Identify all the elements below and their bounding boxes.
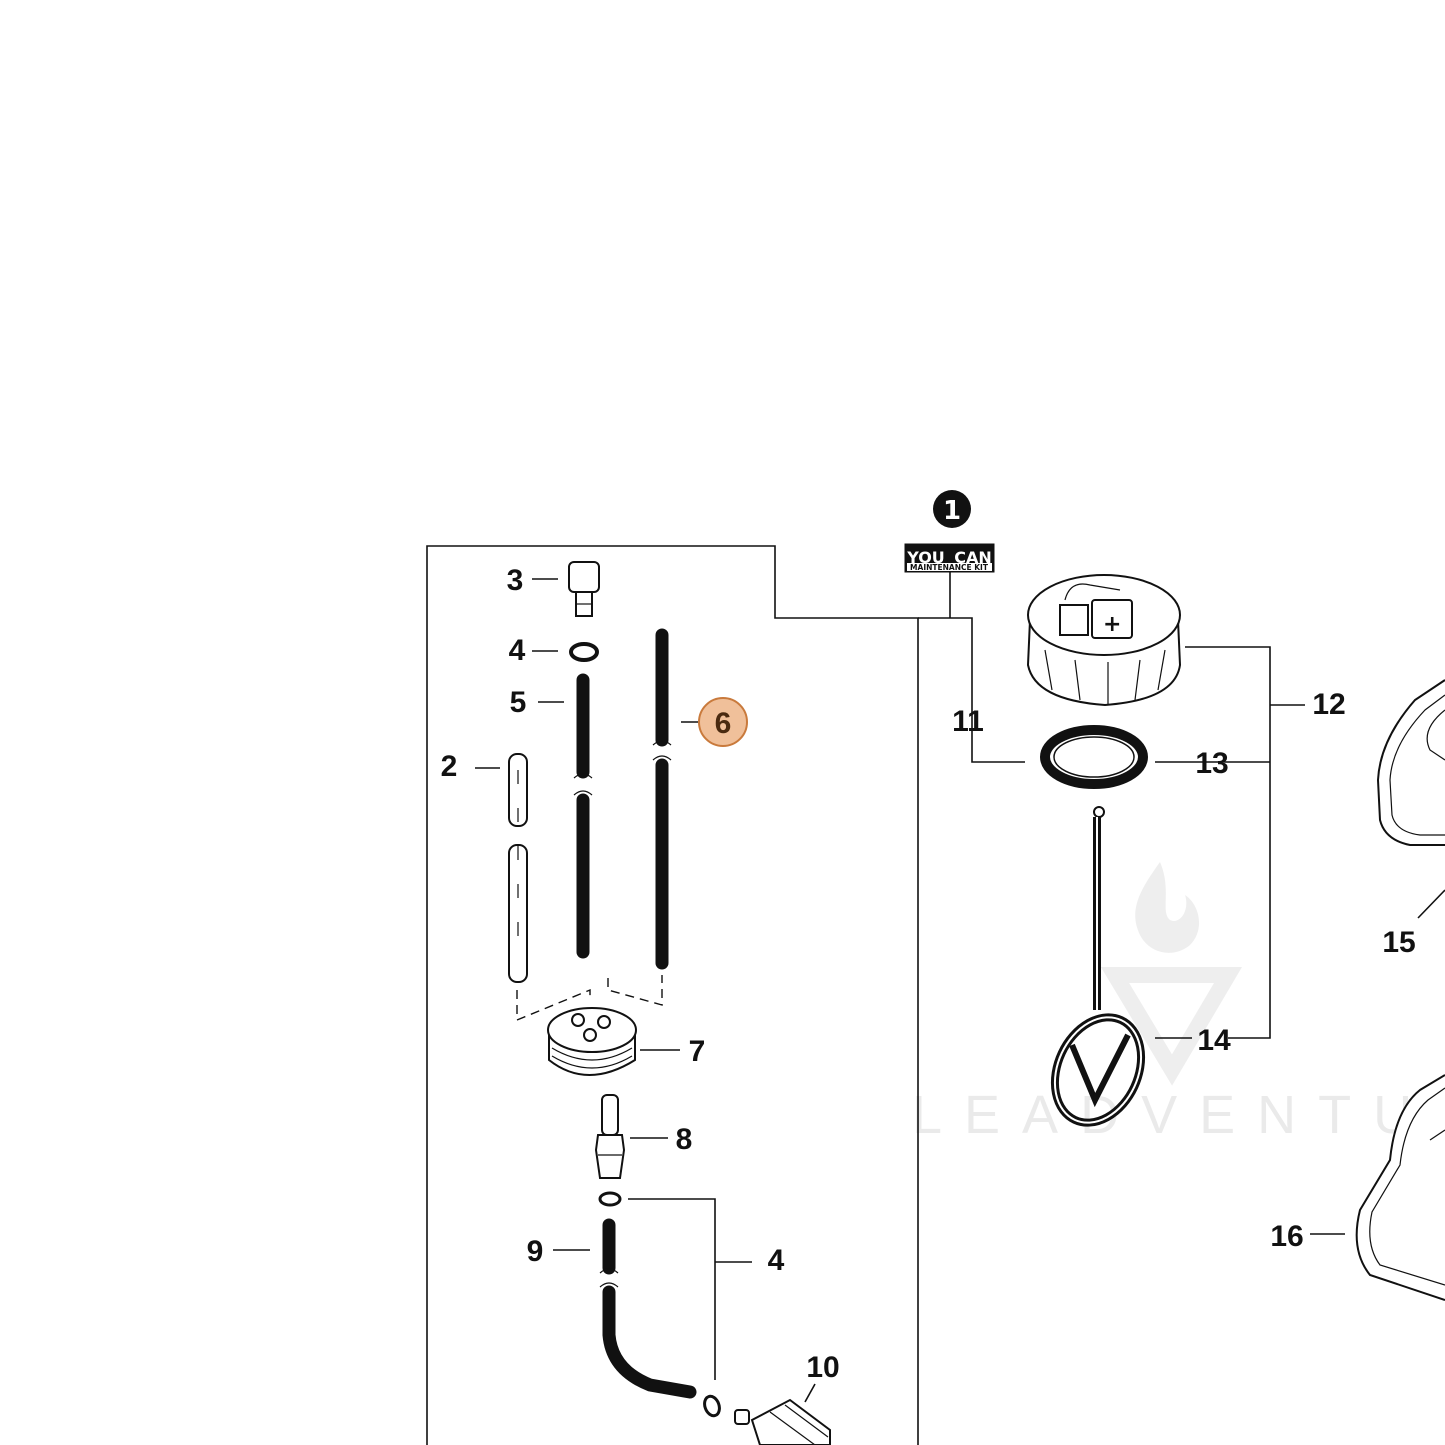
kit-number-badge: [933, 490, 971, 528]
part-4-o-ring-lower[interactable]: [598, 1191, 752, 1418]
callout-8[interactable]: 8: [676, 1123, 693, 1156]
part-12-fuel-cap[interactable]: +: [1026, 574, 1305, 1039]
selected-callout-highlight: [698, 697, 748, 747]
part-10-fuel-filter[interactable]: [734, 1383, 831, 1445]
fuel-cap-pump-icon: [1059, 604, 1089, 636]
part-4-o-ring[interactable]: [532, 642, 599, 662]
part-8-barb-fitting[interactable]: [594, 1094, 668, 1179]
part-16-tank-shell[interactable]: [1310, 1074, 1445, 1301]
kit-number: 1: [943, 496, 961, 526]
youcan-badge-sub: MAINTENANCE KIT: [910, 563, 989, 572]
callout-15[interactable]: 15: [1382, 926, 1415, 959]
kit-marker[interactable]: 1 YOU CAN MAINTENANCE KIT: [904, 490, 995, 573]
assembly-dashes: [516, 975, 663, 1022]
group-frame: [426, 545, 1025, 1445]
callout-3[interactable]: 3: [507, 564, 524, 597]
callout-11[interactable]: 11: [952, 705, 984, 738]
callout-14[interactable]: 14: [1197, 1024, 1231, 1057]
callout-13[interactable]: 13: [1195, 747, 1228, 780]
part-13-cap-gasket[interactable]: [1040, 725, 1270, 789]
watermark-logo: [1100, 862, 1243, 1086]
fuel-cap-plus-icon: +: [1103, 612, 1121, 637]
part-2-tube[interactable]: [475, 753, 528, 983]
watermark-text: LEADVENTURE: [912, 1085, 1445, 1145]
callout-12[interactable]: 12: [1312, 688, 1345, 721]
callout-labels: 3 4 5 2 6 7 8 9 4 10 11 12 13 14 15 16: [441, 564, 1416, 1384]
callout-4-lower[interactable]: 4: [768, 1244, 785, 1277]
part-5-fuel-hose[interactable]: [538, 673, 593, 959]
callout-16[interactable]: 16: [1270, 1220, 1303, 1253]
part-15-fuel-tank[interactable]: [1376, 679, 1445, 919]
part-9-fuel-line[interactable]: [553, 1218, 697, 1399]
part-6-fuel-hose[interactable]: [652, 628, 706, 970]
callout-5[interactable]: 5: [510, 686, 527, 719]
part-14-cap-tether[interactable]: [1039, 806, 1192, 1137]
part-7-grommet[interactable]: [547, 1007, 680, 1076]
youcan-badge-right: CAN: [954, 548, 992, 567]
youcan-badge-left: YOU: [906, 548, 945, 567]
callout-2[interactable]: 2: [441, 750, 458, 783]
callout-4[interactable]: 4: [509, 634, 526, 667]
part-3-fitting[interactable]: [532, 561, 600, 617]
callout-6[interactable]: 6: [715, 707, 732, 740]
callout-9[interactable]: 9: [527, 1235, 544, 1268]
callout-7[interactable]: 7: [689, 1035, 706, 1068]
callout-10[interactable]: 10: [806, 1351, 839, 1384]
